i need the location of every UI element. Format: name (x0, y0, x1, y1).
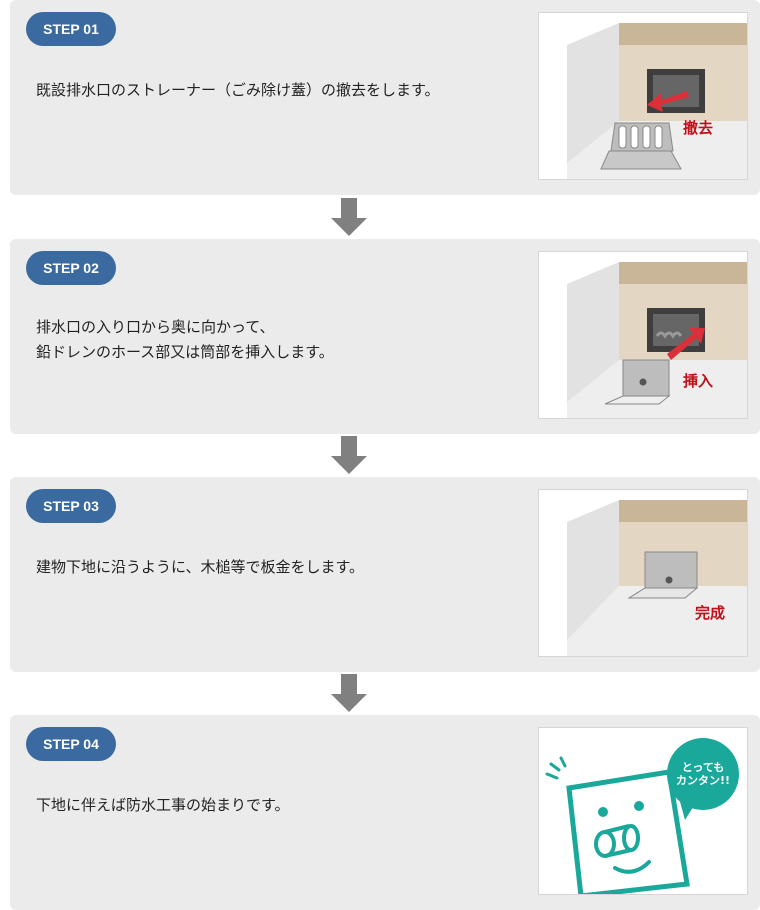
step-04-line-1: 下地に伴えば防水工事の始まりです。 (36, 796, 290, 814)
step-03-illustration-label: 完成 (695, 604, 726, 622)
speech-bubble-line-2: カンタン!! (675, 774, 731, 787)
step-04-panel: STEP 04 下地に伴えば防水工事の始まりです。 (10, 715, 760, 910)
step-01-illustration: 撤去 (538, 12, 748, 180)
step-01-panel: STEP 01 既設排水口のストレーナー（ごみ除け蓋）の撤去をします。 撤去 (10, 0, 760, 195)
step-04-description: 下地に伴えば防水工事の始まりです。 (36, 793, 290, 818)
step-01-line-1: 既設排水口のストレーナー（ごみ除け蓋）の撤去をします。 (36, 81, 440, 99)
speech-bubble-text: とっても カンタン!! (667, 761, 739, 787)
step-03-badge: STEP 03 (26, 489, 116, 523)
down-arrow-icon (331, 436, 367, 474)
step-02-line-2: 鉛ドレンのホース部又は筒部を挿入します。 (36, 343, 334, 361)
completed-drain-diagram (567, 500, 747, 656)
step-03-line-1: 建物下地に沿うように、木槌等で板金をします。 (36, 558, 365, 576)
step-04-badge: STEP 04 (26, 727, 116, 761)
down-arrow-icon (331, 674, 367, 712)
step-03-panel: STEP 03 建物下地に沿うように、木槌等で板金をします。 完成 (10, 477, 760, 672)
smiley-drain-mascot-icon (545, 738, 739, 894)
speech-bubble-line-1: とっても (681, 761, 725, 774)
step-03-description: 建物下地に沿うように、木槌等で板金をします。 (36, 555, 364, 580)
step-02-illustration: 挿入 (538, 251, 748, 419)
step-01-description: 既設排水口のストレーナー（ごみ除け蓋）の撤去をします。 (36, 78, 440, 103)
step-01-illustration-label: 撤去 (683, 119, 714, 137)
step-02-badge: STEP 02 (26, 251, 116, 285)
strainer-removal-diagram (567, 23, 747, 179)
drain-insertion-diagram (567, 262, 747, 418)
step-03-illustration: 完成 (538, 489, 748, 657)
step-01-badge: STEP 01 (26, 12, 116, 46)
step-02-line-1: 排水口の入り口から奥に向かって、 (36, 318, 275, 336)
step-02-illustration-label: 挿入 (683, 372, 714, 390)
down-arrow-icon (331, 198, 367, 236)
step-02-panel: STEP 02 排水口の入り口から奥に向かって、 鉛ドレンのホース部又は筒部を挿… (10, 239, 760, 434)
step-04-illustration: とっても カンタン!! (538, 727, 748, 895)
step-02-description: 排水口の入り口から奥に向かって、 鉛ドレンのホース部又は筒部を挿入します。 (36, 315, 334, 365)
